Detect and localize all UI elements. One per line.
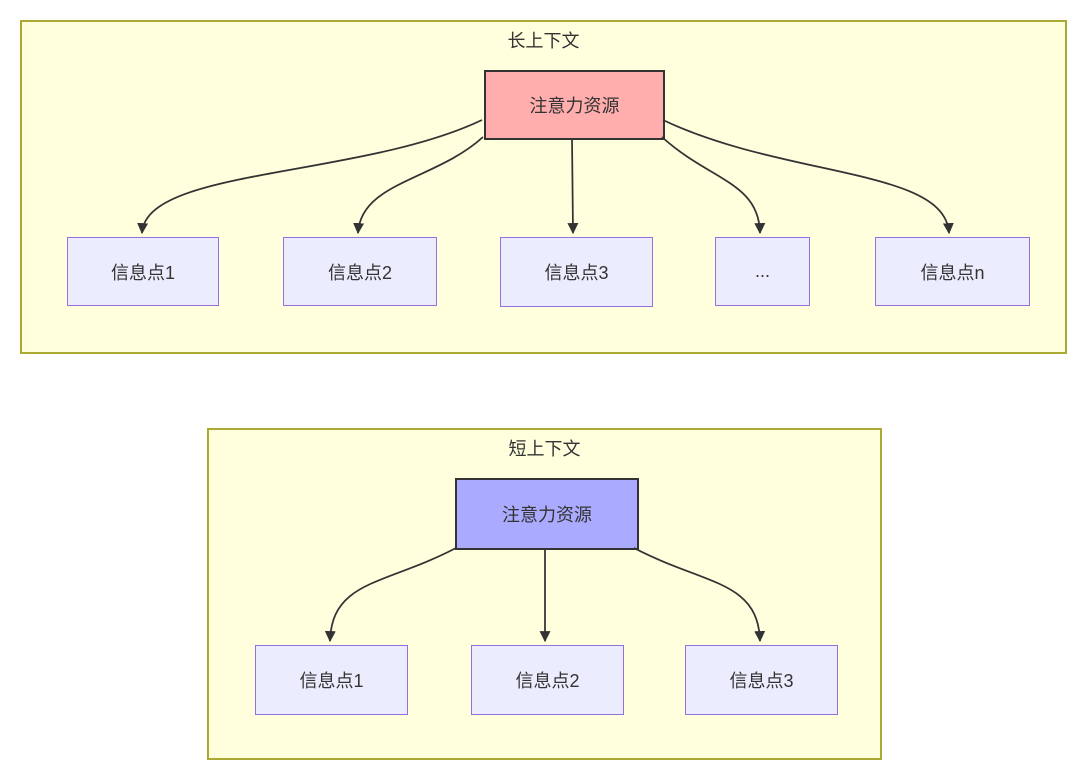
- info-point-label: 信息点1: [110, 262, 175, 283]
- panel-long-context-title: 长上下文: [507, 31, 580, 51]
- panel-long-context: 长上下文 注意力资源 信息点1 信息点2 信息点3 ... 信息点n: [20, 20, 1067, 354]
- info-point-node-long-3: 信息点3: [500, 237, 653, 307]
- info-point-node-long-n: 信息点n: [875, 237, 1030, 306]
- panel-short-context: 短上下文 注意力资源 信息点1 信息点2 信息点3: [207, 428, 882, 760]
- info-point-node-long-2: 信息点2: [283, 237, 437, 306]
- info-point-node-short-1: 信息点1: [255, 645, 408, 715]
- info-point-node-short-2: 信息点2: [471, 645, 624, 715]
- panel-short-context-title: 短上下文: [508, 439, 581, 459]
- info-point-label: 信息点n: [920, 262, 985, 283]
- info-point-label: 信息点3: [544, 263, 609, 283]
- info-point-label: 信息点3: [729, 671, 794, 691]
- info-point-label: 信息点2: [515, 671, 580, 691]
- info-point-label: 信息点2: [327, 262, 392, 283]
- info-point-node-short-3: 信息点3: [685, 645, 838, 715]
- info-point-label: 信息点1: [299, 671, 364, 691]
- attention-resource-node-short: 注意力资源: [455, 478, 639, 550]
- attention-resource-label: 注意力资源: [529, 96, 620, 116]
- attention-resource-label: 注意力资源: [502, 505, 592, 525]
- attention-resource-node-long: 注意力资源: [484, 70, 665, 140]
- info-point-label: ...: [754, 261, 770, 281]
- info-point-node-long-1: 信息点1: [67, 237, 219, 306]
- info-point-node-long-ellipsis: ...: [715, 237, 810, 306]
